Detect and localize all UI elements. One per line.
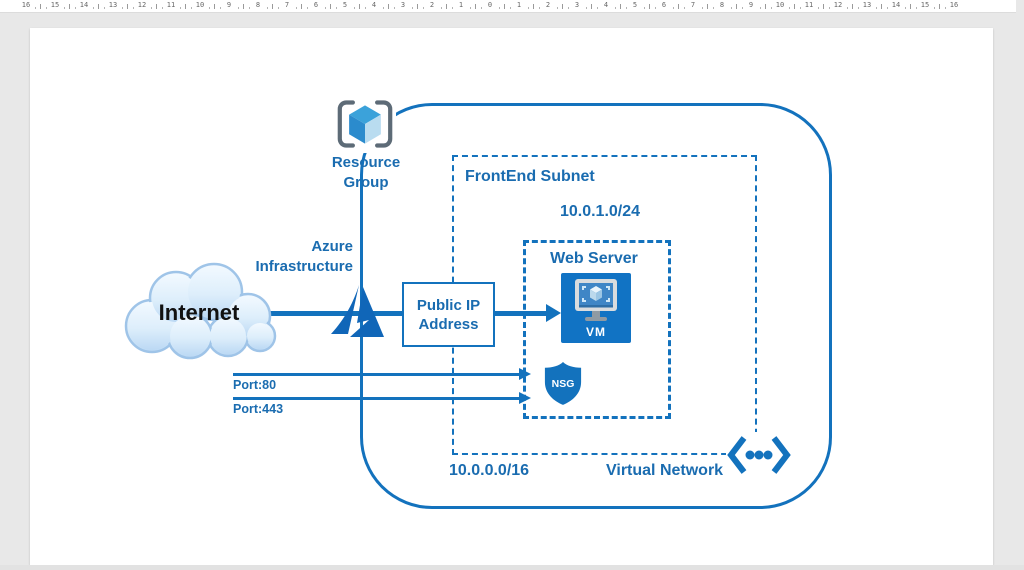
cloud-shape [124, 262, 277, 360]
azure-logo-shape [331, 285, 384, 337]
resource-group-cube-icon [337, 100, 393, 148]
azure-logo-icon[interactable] [325, 283, 385, 345]
public-ip-label: Public IP Address [417, 296, 480, 334]
port-443-label: Port:443 [233, 402, 284, 416]
azure-infrastructure-line1: Azure [311, 238, 353, 255]
resource-group-label: Resource Group [316, 153, 416, 193]
web-server-boundary[interactable] [523, 240, 671, 419]
nsg-shield-icon[interactable]: NSG [543, 359, 583, 407]
web-server-label: Web Server [550, 250, 638, 267]
connector-publicip-to-vm [493, 311, 548, 316]
internet-cloud[interactable]: Internet [118, 256, 280, 362]
connector-publicip-to-vm-arrowhead [546, 304, 561, 322]
port-443-connector [233, 397, 520, 400]
connector-internet-to-publicip [270, 311, 404, 316]
public-ip-box[interactable]: Public IP Address [402, 282, 495, 347]
port-80-label: Port:80 [233, 378, 277, 392]
port-443-arrowhead [519, 392, 531, 404]
frontend-subnet-cidr: 10.0.1.0/24 [559, 203, 641, 220]
nsg-label: NSG [552, 379, 575, 390]
virtual-network-cidr: 10.0.0.0/16 [449, 462, 530, 479]
nsg-shield-shape: NSG [544, 362, 582, 405]
internet-label: Internet [158, 300, 240, 325]
port-80-connector [233, 373, 520, 376]
resource-group-icon[interactable] [334, 95, 396, 153]
vm-monitor-icon [575, 279, 617, 321]
web-server-vm[interactable]: VM [561, 273, 631, 343]
canvas-bottom-edge [0, 565, 1024, 570]
port-80-arrowhead [519, 368, 531, 380]
virtual-network-label: Virtual Network [606, 462, 724, 479]
resource-group-label-line1: Resource [331, 154, 401, 171]
azure-infrastructure-line2: Infrastructure [255, 258, 353, 275]
virtual-network-icon[interactable] [726, 432, 792, 478]
resource-group-label-line2: Group [343, 174, 389, 191]
virtual-network-chevrons-icon [727, 436, 791, 474]
vm-label: VM [586, 325, 606, 339]
public-ip-line1: Public IP [416, 296, 481, 314]
frontend-subnet-label: FrontEnd Subnet [465, 168, 595, 185]
public-ip-line2: Address [418, 315, 479, 333]
azure-infrastructure-label: Azure Infrastructure [215, 237, 353, 277]
